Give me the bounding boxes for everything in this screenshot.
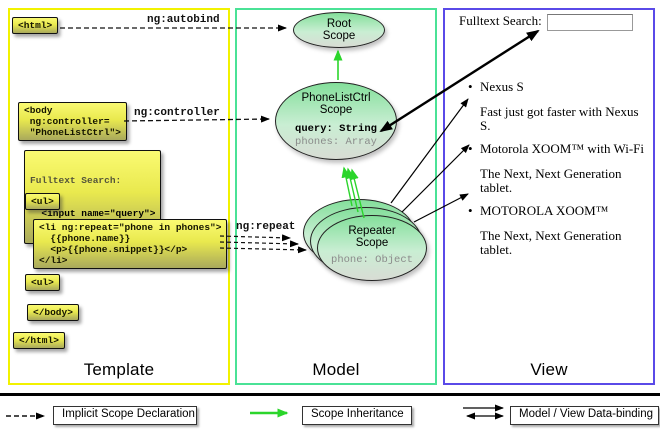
code-body-open: <body ng:controller= "PhoneListCtrl"> [18,102,127,141]
legend-model-view-databinding: Model / View Data-binding [510,406,659,425]
phone-name: Motorola XOOM™ with Wi-Fi [480,141,645,156]
code-li-repeat: <li ng:repeat="phone in phones"> {{phone… [33,219,228,269]
code-ul-close: <ul> [25,274,60,291]
label-ng-autobind: ng:autobind [147,14,220,26]
scope-prop-phone: phone: Object [331,254,413,266]
phone-snippet: The Next, Next Generation tablet. [480,166,622,195]
repeater-scope-ellipse: Repeater Scope phone: Object [317,215,427,281]
label-ng-controller: ng:controller [134,107,220,119]
phone-list-item: • MOTOROLA XOOM™ The Next, Next Generatio… [468,204,650,257]
phone-name: MOTOROLA XOOM™ [480,203,609,218]
bullet-icon: • [468,141,473,156]
phone-list-item: • Nexus S Fast just got faster with Nexus… [468,80,650,133]
phone-snippet: The Next, Next Generation tablet. [480,228,622,257]
bullet-icon: • [468,203,473,218]
code-fulltext-label: Fulltext Search: [30,175,122,186]
fulltext-search-label: Fulltext Search: [459,13,542,28]
model-column: Model [235,8,437,385]
phonelistctrl-scope-title: PhoneListCtrl Scope [301,92,371,116]
scope-prop-query: query: String [295,123,377,135]
label-ng-repeat: ng:repeat [236,221,296,233]
phone-snippet: Fast just got faster with Nexus S. [480,104,639,133]
legend-separator [0,393,660,396]
phone-list-item: • Motorola XOOM™ with Wi-Fi The Next, Nex… [468,142,650,195]
code-html-close: </html> [13,332,65,349]
code-ul-open: <ul> [25,193,60,210]
root-scope-title: Root Scope [322,18,356,42]
bullet-icon: • [468,79,473,94]
code-body-close: </body> [27,304,79,321]
phone-list: • Nexus S Fast just got faster with Nexus… [468,80,650,266]
template-column-title: Template [83,360,155,379]
scope-prop-phones: phones: Array [295,135,377,148]
repeater-scope-title: Repeater Scope [348,225,396,249]
legend-scope-inheritance: Scope Inheritance [302,406,412,425]
code-html-open: <html> [12,17,59,34]
root-scope-ellipse: Root Scope [293,12,385,48]
phonelistctrl-scope-ellipse: PhoneListCtrl Scope query: String phones… [275,82,397,160]
fulltext-search-input[interactable] [546,13,633,31]
template-column: Template [8,8,230,385]
code-input-tag: <input name="query"> [30,208,156,219]
view-search-row: Fulltext Search: [459,13,633,31]
model-column-title: Model [312,360,360,379]
view-column-title: View [530,360,568,379]
legend-implicit-scope-declaration: Implicit Scope Declaration [53,406,197,425]
phone-name: Nexus S [480,79,524,94]
